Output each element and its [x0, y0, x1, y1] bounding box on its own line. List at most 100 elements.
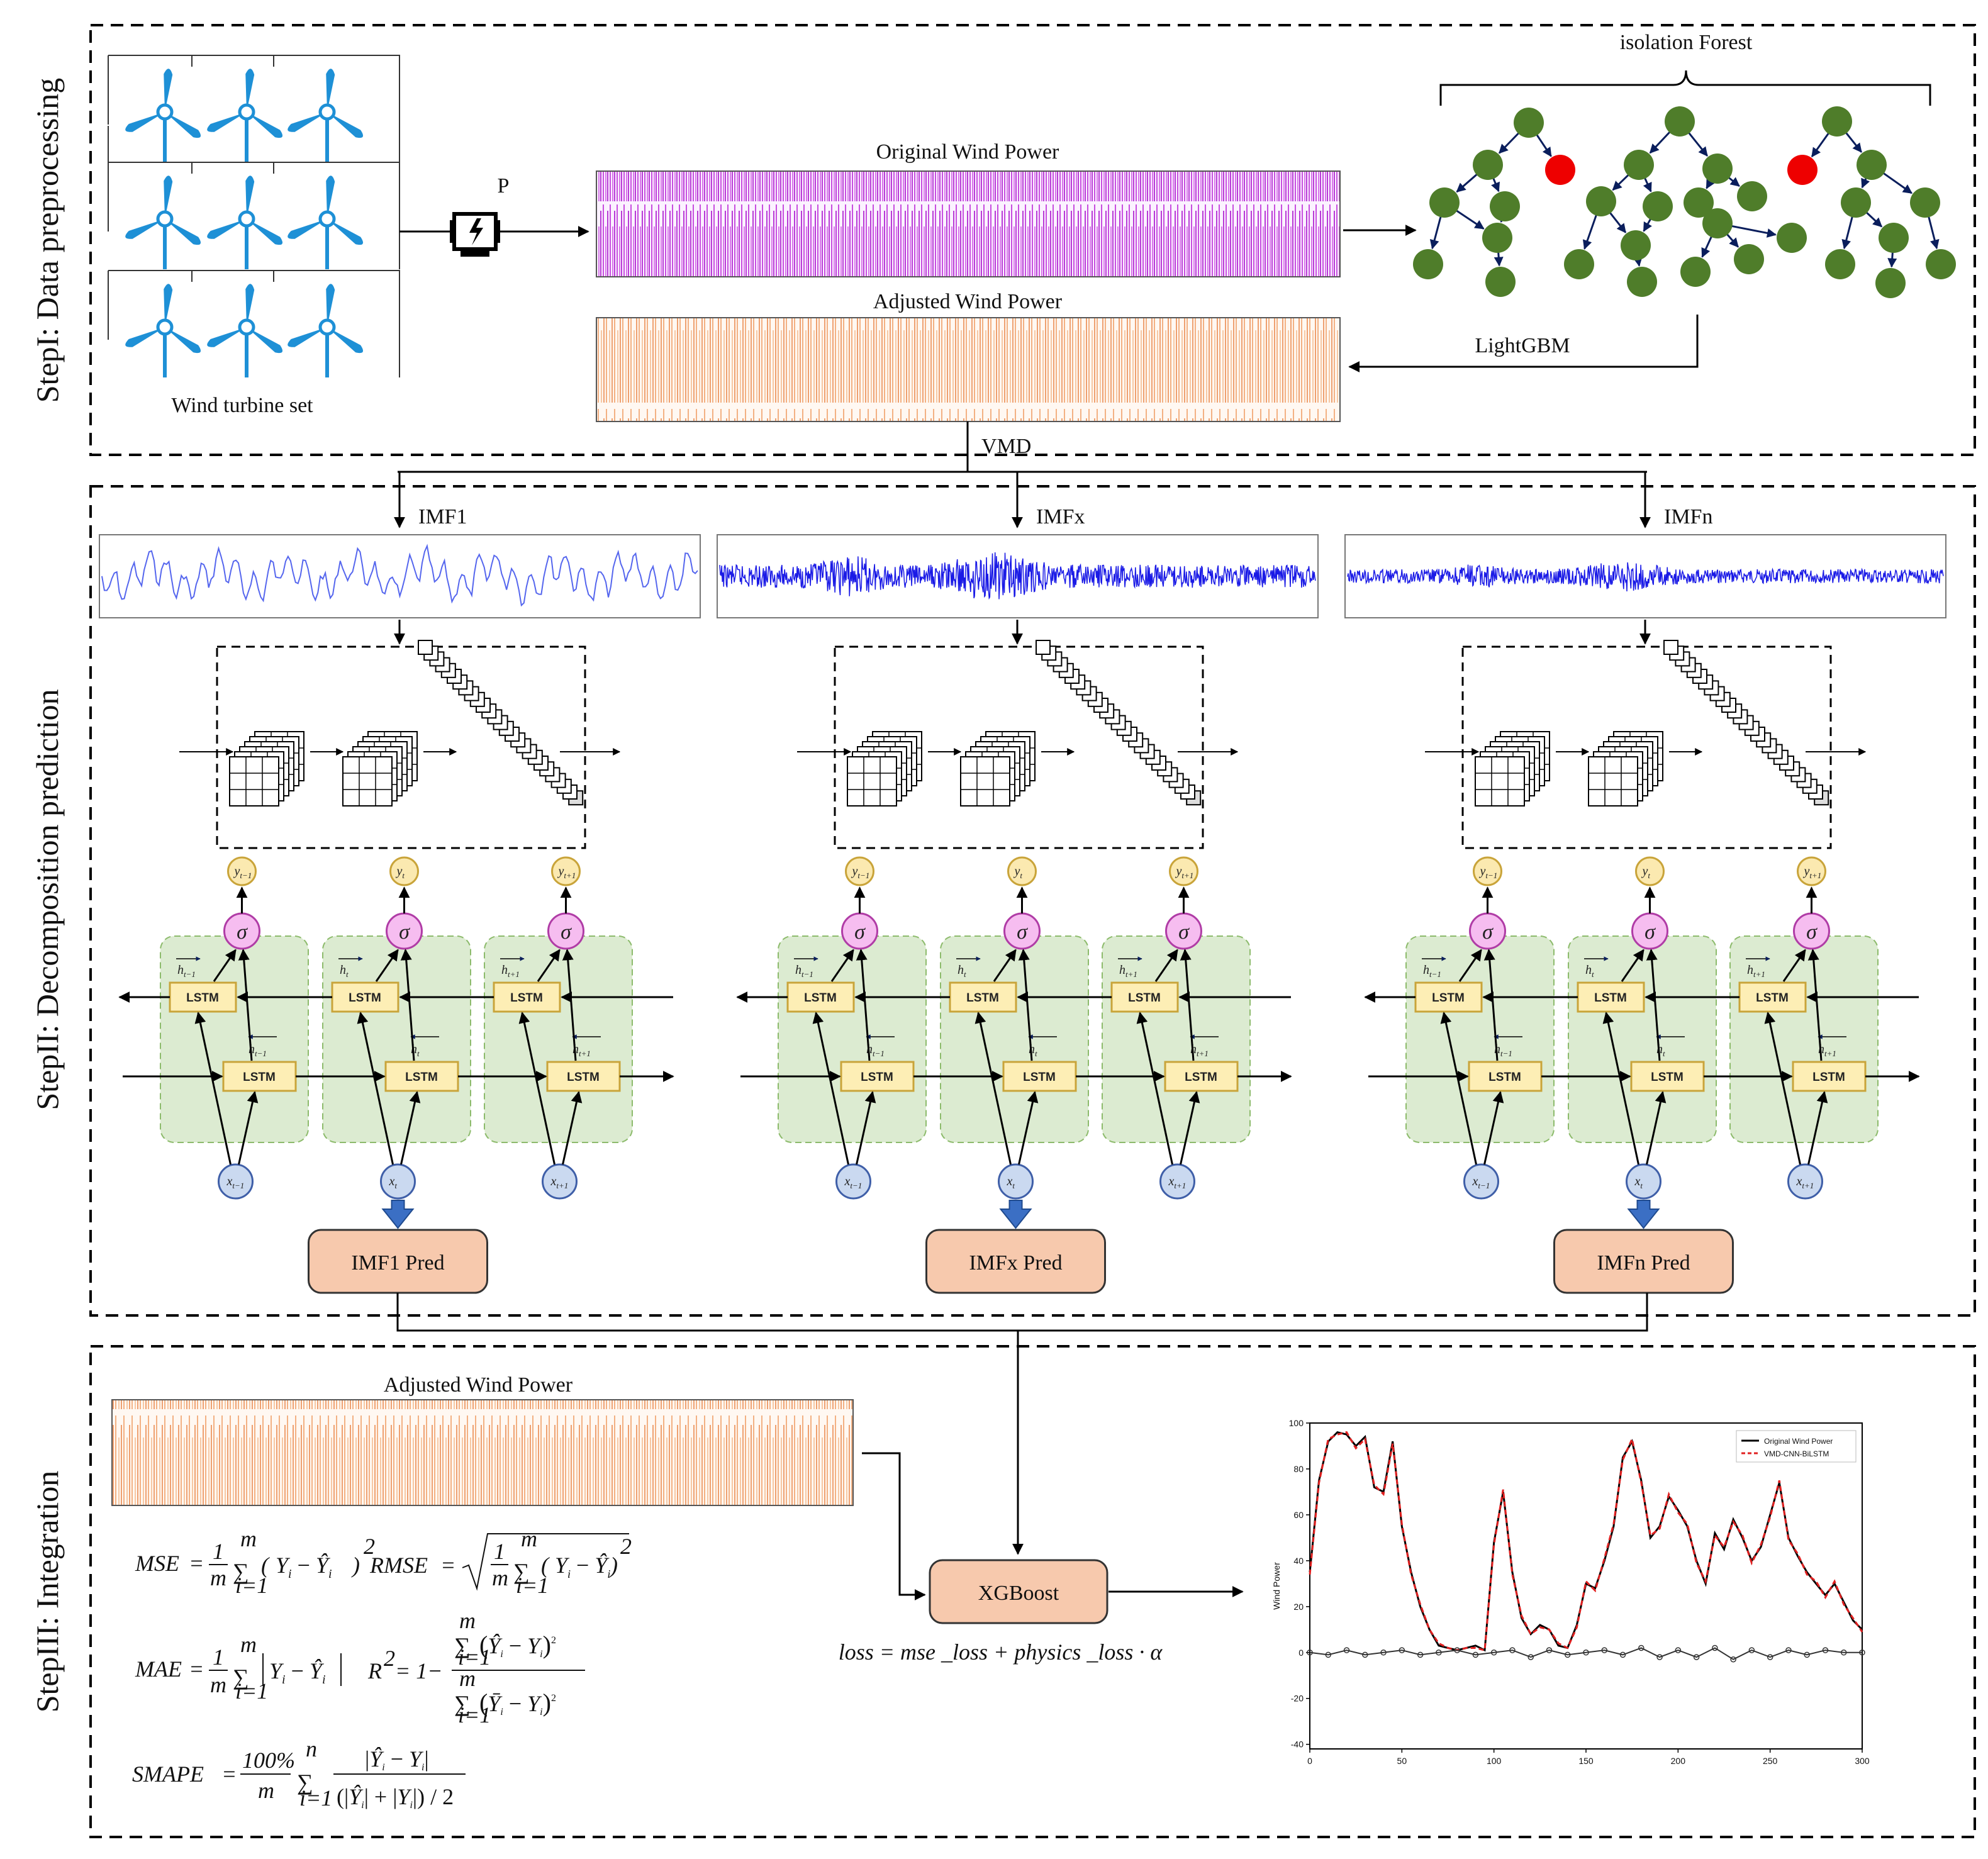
series-line-2: [1309, 1647, 1862, 1660]
lstm-label: LSTM: [405, 1071, 438, 1084]
svg-text:∑: ∑: [513, 1559, 530, 1584]
tree-node: [1624, 150, 1654, 180]
x-tick-label: 300: [1855, 1756, 1870, 1766]
lstm-label: LSTM: [1594, 991, 1627, 1005]
imf-label: IMF1: [418, 505, 467, 528]
input-node: [1463, 1163, 1499, 1200]
lstm-forward-box: [331, 981, 399, 1013]
sigma-label: σ: [1806, 920, 1818, 944]
svg-text:2: 2: [364, 1534, 375, 1559]
svg-text:i=1: i=1: [516, 1573, 549, 1598]
svg-text:(|Ŷi| + |Yi|) / 2: (|Ŷi| + |Yi|) / 2: [337, 1784, 454, 1811]
wind-turbine-icon: [125, 69, 201, 162]
output-node: [845, 856, 874, 886]
original-wind-power-plot: [596, 170, 1341, 277]
residual-point: [1417, 1651, 1424, 1658]
sigma-label: σ: [237, 920, 248, 944]
lstm-forward-box: [786, 981, 855, 1013]
lstm-label: LSTM: [804, 991, 837, 1005]
cnn-block: [1461, 645, 1832, 849]
isolation-forest-label: isolation Forest: [1620, 31, 1753, 54]
svg-text:|Ŷi − Yi|: |Ŷi − Yi|: [365, 1746, 429, 1773]
imf-signal-plot: [1344, 534, 1946, 618]
svg-text:): ): [609, 1553, 618, 1578]
lstm-label: LSTM: [567, 1071, 600, 1084]
sigma-label: σ: [399, 920, 410, 944]
rmse-formula: RMSE: [369, 1553, 428, 1578]
tree-node: [1702, 154, 1733, 184]
y-tick-label: 20: [1293, 1602, 1304, 1612]
lstm-forward-box: [493, 981, 561, 1013]
y-tick-label: -40: [1291, 1739, 1304, 1750]
svg-text:i=1: i=1: [235, 1573, 268, 1598]
lstm-backward-box: [1792, 1061, 1867, 1092]
imf-pred-label: IMF1 Pred: [351, 1251, 444, 1275]
anomaly-node: [1787, 155, 1818, 185]
svg-text:(Ȳi − Yi)2: (Ȳi − Yi)2: [479, 1689, 556, 1717]
isolation-forest-brace: [1439, 70, 1931, 106]
flatten-vector-icon: [1663, 640, 1829, 806]
svg-text:m: m: [521, 1526, 537, 1551]
imf-pred-label: IMFn Pred: [1597, 1251, 1690, 1275]
residual-point: [1859, 1650, 1865, 1656]
residual-point: [1785, 1647, 1792, 1653]
imf-column-imfn: IMFnyt−1σLSTMLSTMht−1ht−1xt−1ytσLSTMLSTM…: [1344, 472, 1946, 1294]
svg-text:2: 2: [620, 1534, 632, 1559]
series-line-0: [1309, 1431, 1863, 1652]
lstm-backward-box: [384, 1061, 459, 1092]
input-node: [1626, 1163, 1661, 1200]
feature-map-icon: [342, 731, 418, 807]
y-tick-label: 0: [1298, 1648, 1304, 1658]
lstm-label: LSTM: [243, 1071, 276, 1084]
feature-map-icon: [1588, 731, 1663, 807]
tree-node: [1643, 191, 1673, 221]
svg-text:1: 1: [213, 1539, 224, 1564]
tree-node: [1680, 257, 1711, 287]
forward-hidden-label: ht+1: [1747, 963, 1765, 979]
residual-point: [1638, 1644, 1645, 1651]
residual-point: [1675, 1647, 1682, 1653]
tree-node: [1621, 230, 1651, 260]
lstm-label: LSTM: [510, 991, 543, 1005]
lstm-backward-box: [222, 1061, 297, 1092]
adjusted-wind-power-label: Adjusted Wind Power: [873, 290, 1063, 313]
residual-point: [1767, 1654, 1773, 1660]
step3-title: StepIII: Integration: [30, 1471, 65, 1713]
input-node: [1787, 1163, 1823, 1200]
feature-map-icon: [847, 731, 922, 807]
svg-text:n: n: [306, 1736, 317, 1761]
tree-node: [1627, 267, 1657, 297]
residual-point: [1804, 1651, 1810, 1658]
svg-text:(Ŷi − Yi)2: (Ŷi − Yi)2: [479, 1631, 556, 1660]
residual-point: [1583, 1650, 1589, 1656]
sigma-label: σ: [1017, 920, 1028, 944]
xgboost-label: XGBoost: [978, 1582, 1059, 1605]
imf-column-imf1: IMF1yt−1σLSTMLSTMht−1ht−1xt−1ytσLSTMLSTM…: [99, 472, 701, 1294]
smape-percent: 100%: [242, 1748, 295, 1773]
wind-turbine-icon: [207, 176, 283, 269]
power-meter-icon: [450, 212, 500, 257]
output-node: [1473, 856, 1502, 886]
residual-point: [1601, 1647, 1608, 1653]
tree-node: [1879, 223, 1909, 253]
residual-point: [1564, 1651, 1571, 1658]
svg-text:∑: ∑: [297, 1770, 313, 1795]
isolation-forest-trees: [1413, 106, 1956, 298]
residual-point: [1509, 1647, 1516, 1653]
tree-node: [1482, 223, 1512, 253]
svg-text:m: m: [492, 1565, 508, 1590]
x-tick-label: 150: [1578, 1756, 1594, 1766]
anomaly-node: [1545, 155, 1575, 185]
tree-node: [1777, 223, 1807, 253]
residual-point: [1619, 1651, 1626, 1658]
feature-map-icon: [960, 731, 1036, 807]
down-arrow-icon: [999, 1200, 1032, 1229]
wind-turbine-icon: [125, 284, 201, 377]
sigma-label: σ: [561, 920, 572, 944]
tree-node: [1825, 249, 1855, 279]
sigma-label: σ: [854, 920, 866, 944]
tree-node: [1857, 150, 1887, 180]
input-node: [835, 1163, 871, 1200]
flatten-vector-icon: [418, 640, 584, 806]
